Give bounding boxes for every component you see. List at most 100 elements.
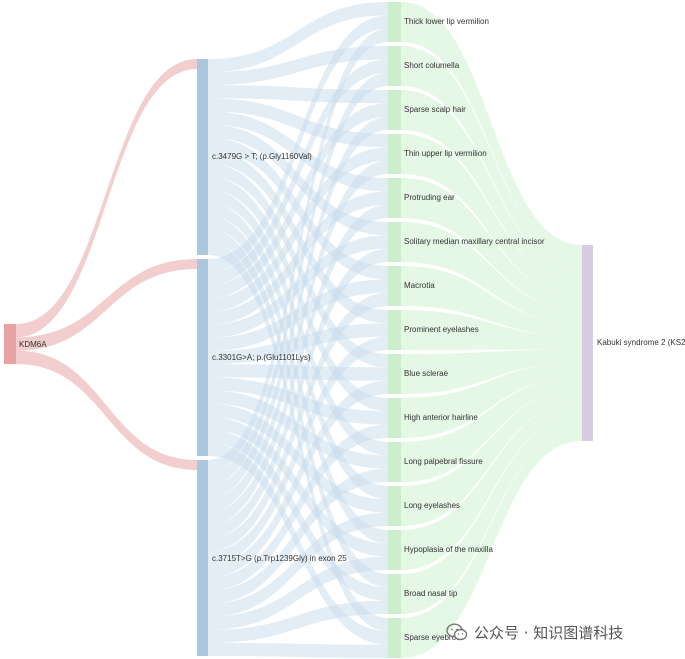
phenotype-label: Protruding ear: [404, 193, 455, 202]
link-variant-to-phenotype: [208, 512, 388, 617]
link-variant-to-phenotype: [208, 204, 388, 526]
link-variant-to-phenotype: [208, 279, 388, 351]
link-variant-to-phenotype: [208, 160, 388, 513]
link-phenotype-to-disease: [401, 414, 582, 614]
node-phenotype: [388, 354, 401, 394]
link-variant-to-phenotype: [208, 241, 388, 632]
phenotype-label: High anterior hairline: [404, 413, 478, 422]
node-phenotype: [388, 310, 401, 350]
link-variant-to-phenotype: [208, 292, 388, 552]
phenotype-label: Sparse eyebrow: [404, 633, 462, 642]
link-phenotype-to-disease: [401, 362, 582, 438]
link-variant-to-phenotype: [208, 191, 388, 325]
wechat-icon: [446, 623, 468, 641]
variant-label: c.3479G > T; (p.Gly1160Val): [212, 152, 312, 161]
link-phenotype-to-disease: [401, 90, 582, 285]
link-phenotype-to-disease: [401, 222, 582, 324]
link-variant-to-phenotype: [208, 28, 388, 474]
link-variant-to-phenotype: [208, 202, 388, 500]
link-phenotype-to-disease: [401, 2, 582, 259]
node-gene-kdm6a: [4, 324, 16, 364]
link-variant-to-phenotype: [208, 46, 388, 86]
link-phenotype-to-disease: [401, 349, 582, 394]
link-variant-to-phenotype: [208, 228, 388, 588]
sankey-labels: KDM6A c.3479G > T; (p.Gly1160Val) c.3301G>…: [19, 17, 685, 642]
link-variant-to-phenotype: [208, 59, 388, 286]
phenotype-label: Thin upper lip vermilion: [404, 149, 487, 158]
node-phenotype: [388, 486, 401, 526]
link-variant-to-phenotype: [208, 2, 388, 73]
node-phenotype: [388, 90, 401, 130]
link-variant-to-phenotype: [208, 150, 388, 324]
link-phenotype-to-disease: [401, 46, 582, 272]
link-variant-to-phenotype: [208, 235, 388, 338]
link-variant-to-phenotype: [208, 442, 388, 645]
link-phenotype-to-disease: [401, 310, 582, 350]
phenotype-label: Solitary median maxillary central inciso…: [404, 237, 545, 246]
node-phenotype: [388, 618, 401, 658]
node-variant: [197, 259, 208, 456]
link-variant-to-phenotype: [208, 189, 388, 456]
variant-label: c.3715T>G (p.Trp1239Gly) in exon 25: [212, 554, 347, 563]
phenotype-label: Long eyelashes: [404, 501, 460, 510]
link-variant-to-phenotype: [208, 336, 388, 565]
link-variant-to-phenotype: [208, 323, 388, 365]
node-phenotype: [388, 398, 401, 438]
link-phenotype-to-disease: [401, 401, 582, 570]
node-phenotype: [388, 134, 401, 174]
node-variant: [197, 59, 208, 255]
link-gene-to-variant: [16, 259, 197, 351]
link-gene-to-variant: [16, 350, 197, 470]
link-variant-to-phenotype: [208, 163, 388, 368]
link-variant-to-phenotype: [208, 15, 388, 273]
sankey-nodes: [4, 2, 593, 658]
link-variant-to-phenotype: [208, 116, 388, 500]
node-variant: [197, 460, 208, 656]
link-variant-to-phenotype: [208, 468, 388, 604]
node-phenotype: [388, 178, 401, 218]
link-phenotype-to-disease: [401, 375, 582, 482]
node-phenotype: [388, 574, 401, 614]
variant-label: c.3301G>A; p.(Glu1101Lys): [212, 353, 311, 362]
link-phenotype-to-disease: [401, 388, 582, 526]
link-variant-to-phenotype: [208, 147, 388, 312]
node-phenotype: [388, 2, 401, 42]
disease-label: Kabuki syndrome 2 (KS2): [597, 338, 685, 347]
gene-variant-links: [16, 59, 197, 470]
phenotype-label: Long palpebral fissure: [404, 457, 483, 466]
link-phenotype-to-disease: [401, 134, 582, 298]
link-variant-to-phenotype: [208, 642, 388, 658]
variant-phenotype-links: [208, 2, 388, 658]
link-variant-to-phenotype: [208, 103, 388, 299]
phenotype-label: Broad nasal tip: [404, 589, 458, 598]
phenotype-label: Prominent eyelashes: [404, 325, 479, 334]
link-variant-to-phenotype: [208, 124, 388, 236]
phenotype-label: Blue sclerae: [404, 369, 449, 378]
node-phenotype: [388, 530, 401, 570]
link-phenotype-to-disease: [401, 427, 582, 658]
watermark: 公众号 · 知识图谱科技: [446, 621, 623, 643]
link-variant-to-phenotype: [208, 380, 388, 578]
watermark-text: 公众号 · 知识图谱科技: [474, 623, 624, 642]
node-phenotype: [388, 442, 401, 482]
gene-label: KDM6A: [19, 340, 47, 349]
link-variant-to-phenotype: [208, 600, 388, 643]
link-variant-to-phenotype: [208, 556, 388, 630]
link-variant-to-phenotype: [208, 72, 388, 487]
link-variant-to-phenotype: [208, 403, 388, 513]
phenotype-disease-links: [401, 2, 582, 658]
link-phenotype-to-disease: [401, 266, 582, 337]
node-phenotype: [388, 222, 401, 262]
link-variant-to-phenotype: [208, 424, 388, 591]
link-gene-to-variant: [16, 59, 197, 338]
phenotype-label: Thick lower lip vermilion: [404, 17, 489, 26]
phenotype-label: Short columella: [404, 61, 460, 70]
link-variant-to-phenotype: [208, 137, 388, 280]
phenotype-label: Hypoplasia of the maxilla: [404, 545, 493, 554]
node-disease: [582, 245, 593, 441]
link-variant-to-phenotype: [208, 215, 388, 544]
node-phenotype: [388, 46, 401, 86]
link-variant-to-phenotype: [208, 416, 388, 557]
phenotype-label: Macrotia: [404, 281, 435, 290]
